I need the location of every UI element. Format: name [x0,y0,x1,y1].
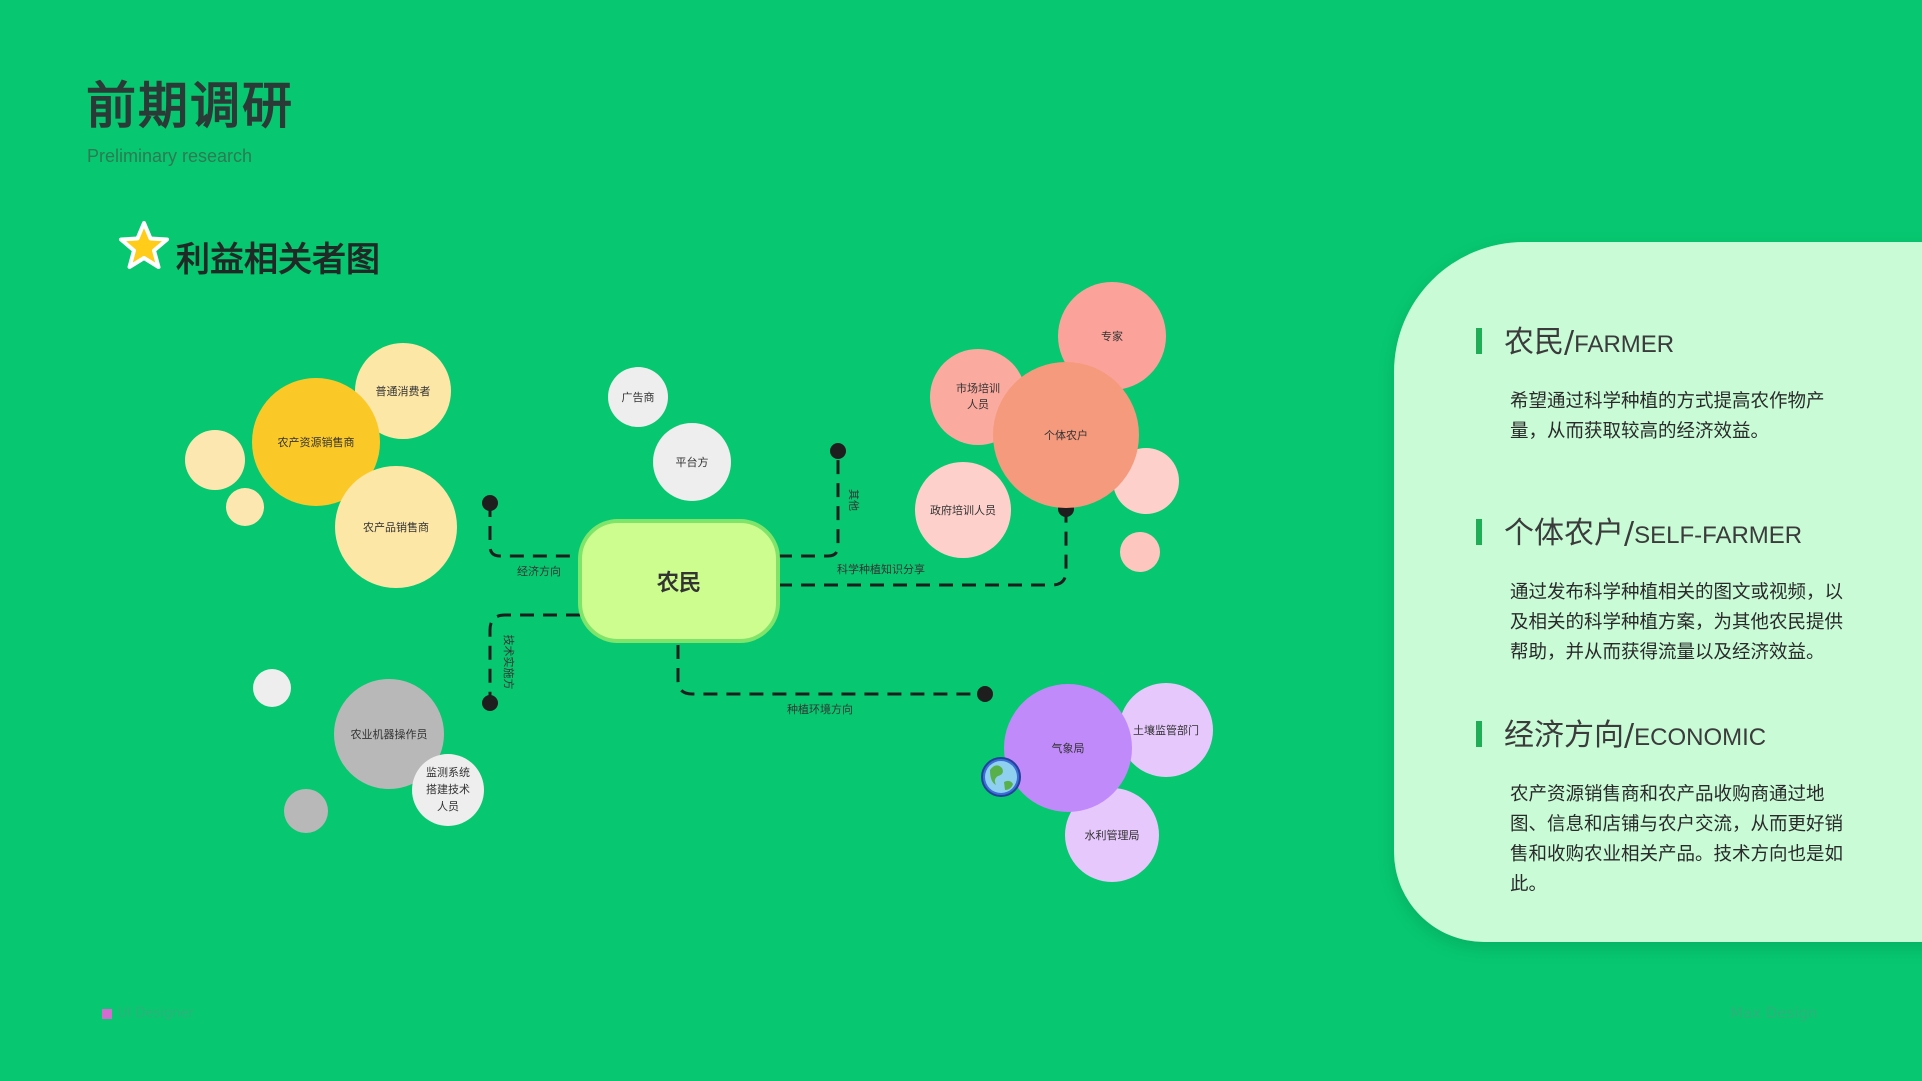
footer-left: UI Designer [102,1006,194,1021]
bubble-monitor-tech [412,754,484,826]
accent-bar [1476,721,1482,747]
connector-environment [676,645,985,696]
panel-item-economic: 经济方向/ECONOMIC 农产资源销售商和农产品收购商通过地图、信息和店铺与农… [1476,710,1846,900]
dot-tech [482,695,498,711]
accent-bar [1476,328,1482,354]
heading-cn: 经济方向/ [1504,718,1635,753]
panel-item-desc: 希望通过科学种植的方式提高农作物产量，从而获取较高的经济效益。 [1510,391,1825,442]
branch-label-knowledge: 科学种植知识分享 [837,562,925,576]
label-market-trainer-1: 市场培训 [956,381,1000,395]
connector-dots [482,443,1074,711]
bubble-weather [1004,684,1132,812]
label-expert: 专家 [1101,329,1123,343]
label-market-trainer-2: 人员 [967,398,989,411]
section-title: 利益相关者图 [176,240,380,280]
heading-cn: 农民/ [1504,325,1575,360]
branch-label-environment: 种植环境方向 [787,702,853,716]
label-weather: 气象局 [1052,741,1085,755]
connector-economic [488,503,580,558]
bubble-gov-trainer [915,462,1011,558]
center-node [578,519,780,643]
deco-bubble [284,789,328,833]
label-product-seller: 农产品销售商 [363,520,429,534]
dot-economic [482,495,498,511]
heading-en: ECONOMIC [1634,724,1767,751]
label-monitor-2: 搭建技术 [426,782,470,796]
bubble-individual-farmer [993,362,1139,508]
label-water: 水利管理局 [1085,828,1140,842]
bubble-product-seller [335,466,457,588]
footer-right: Max Design [1730,1004,1818,1022]
connector-lines [488,451,1068,703]
page-subtitle: Preliminary research [87,146,253,166]
connector-knowledge [778,509,1068,587]
panel-item-desc: 通过发布科学种植相关的图文或视频，以及相关的科学种植方案，为其他农民提供帮助，并… [1510,582,1844,663]
heading-en: FARMER [1574,331,1675,358]
deco-bubble [185,430,245,490]
center-node-label: 农民 [656,570,701,596]
label-monitor-3: 人员 [437,800,459,813]
info-panel: 农民/FARMER 希望通过科学种植的方式提高农作物产量，从而获取较高的经济效益… [1394,242,1922,942]
bubble-input-seller [252,378,380,506]
label-gov-trainer: 政府培训人员 [930,503,996,517]
globe-icon [981,757,1021,797]
bubble-water [1065,788,1159,882]
heading-cn: 个体农户/ [1504,516,1635,551]
footer-left-text: UI Designer [118,1006,194,1021]
dot-environment [977,686,993,702]
label-soil: 土壤监管部门 [1133,723,1199,737]
connector-other [778,451,840,558]
label-monitor-1: 监测系统 [426,766,470,779]
branch-label-tech: 技术实施方 [502,635,516,690]
label-machine-operator: 农业机器操作员 [351,727,428,741]
page-title: 前期调研 [86,77,294,135]
label-individual-farmer: 个体农户 [1044,428,1088,442]
branch-label-economic: 经济方向 [517,564,561,578]
heading-en: SELF-FARMER [1634,522,1803,549]
deco-bubble [226,488,264,526]
label-consumer: 普通消费者 [376,384,431,398]
label-advertiser: 广告商 [622,390,655,404]
dot-other [830,443,846,459]
bubble-advertiser [608,367,668,427]
branch-label-other: 其他 [847,489,860,511]
bubble-machine-operator [334,679,444,789]
deco-bubble [1120,532,1160,572]
star-icon [119,221,169,269]
accent-bar [1476,519,1482,545]
bubble-expert [1058,282,1166,390]
label-input-seller: 农产资源销售商 [278,435,355,449]
label-platform: 平台方 [676,455,709,469]
footer-square-icon [102,1008,112,1019]
bubble-soil [1119,683,1213,777]
bubble-consumer [355,343,451,439]
panel-item-heading: 经济方向/ECONOMIC [1476,710,1846,754]
panel-item-farmer: 农民/FARMER 希望通过科学种植的方式提高农作物产量，从而获取较高的经济效益… [1476,317,1846,447]
connector-tech [488,613,580,703]
panel-item-desc: 农产资源销售商和农产品收购商通过地图、信息和店铺与农户交流，从而更好销售和收购农… [1510,784,1844,895]
bubble-platform [653,423,731,501]
panel-item-self-farmer: 个体农户/SELF-FARMER 通过发布科学种植相关的图文或视频，以及相关的科… [1476,508,1846,668]
panel-item-heading: 个体农户/SELF-FARMER [1476,508,1846,552]
deco-bubble [253,669,291,707]
panel-item-heading: 农民/FARMER [1476,317,1846,361]
